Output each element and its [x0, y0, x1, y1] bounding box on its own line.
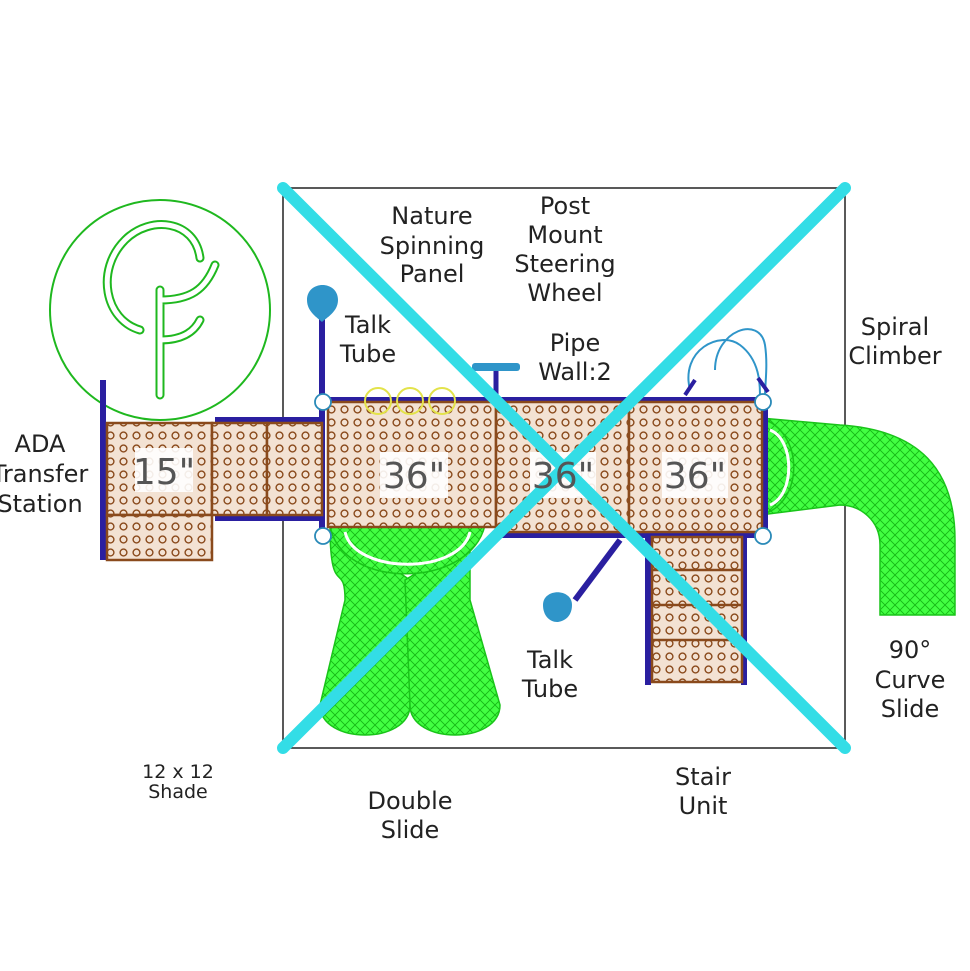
label-double-slide: Double Slide: [367, 787, 452, 844]
label-post-mount-steering-wheel: Post Mount Steering Wheel: [514, 192, 615, 307]
stair-unit: [650, 535, 744, 684]
label-talk-tube-top: Talk Tube: [339, 311, 396, 368]
svg-text:Double: Double: [367, 787, 452, 815]
svg-text:Climber: Climber: [848, 342, 941, 370]
deck-3: [627, 400, 764, 534]
svg-text:Talk: Talk: [344, 311, 391, 339]
svg-text:Wall:2: Wall:2: [538, 358, 612, 386]
svg-text:Steering: Steering: [514, 250, 615, 278]
deck-height-label: 15": [133, 452, 195, 493]
label-shade: 12 x 12 Shade: [142, 761, 214, 803]
svg-text:Pipe: Pipe: [550, 329, 601, 357]
frame-beams: [100, 300, 768, 685]
svg-text:90°: 90°: [889, 636, 932, 664]
deck-height-label: 36": [532, 456, 594, 497]
talk-tube-icon: [307, 285, 338, 322]
deck-1: [326, 400, 498, 529]
svg-text:Nature: Nature: [391, 202, 472, 230]
svg-text:Stair: Stair: [675, 763, 731, 791]
svg-text:Wheel: Wheel: [527, 279, 602, 307]
svg-text:Tube: Tube: [339, 340, 396, 368]
playground-logo-icon: [49, 199, 271, 421]
svg-text:Talk: Talk: [526, 646, 573, 674]
curve-slide: [759, 417, 956, 616]
svg-text:Shade: Shade: [148, 781, 208, 803]
label-ada-transfer-station: ADA Transfer Station: [0, 430, 88, 518]
nature-spinning-panel-icon: [364, 387, 456, 415]
svg-text:Transfer: Transfer: [0, 460, 88, 488]
talk-tube-icon: [543, 592, 572, 622]
svg-text:Station: Station: [0, 490, 83, 518]
label-pipe-wall: Pipe Wall:2: [538, 329, 612, 386]
label-stair-unit: Stair Unit: [675, 763, 731, 820]
label-nature-spinning-panel: Nature Spinning Panel: [380, 202, 485, 288]
spiral-climber-icon: [683, 328, 770, 397]
post-connectors: [314, 393, 772, 545]
svg-text:Spiral: Spiral: [861, 313, 929, 341]
svg-text:Post: Post: [540, 192, 590, 220]
label-spiral-climber: Spiral Climber: [848, 313, 941, 370]
svg-text:Spinning: Spinning: [380, 232, 485, 260]
svg-text:Mount: Mount: [527, 221, 602, 249]
shade-cross: [277, 182, 851, 754]
svg-text:Tube: Tube: [521, 675, 578, 703]
svg-text:12 x 12: 12 x 12: [142, 761, 214, 783]
deck-height-label: 36": [664, 456, 726, 497]
deck-height-label: 36": [383, 456, 445, 497]
svg-text:Curve: Curve: [875, 666, 946, 694]
svg-text:Unit: Unit: [679, 792, 728, 820]
label-talk-tube-bottom: Talk Tube: [521, 646, 578, 703]
svg-text:Panel: Panel: [400, 260, 465, 288]
svg-text:Slide: Slide: [381, 816, 440, 844]
svg-text:Slide: Slide: [881, 695, 940, 723]
svg-text:ADA: ADA: [15, 430, 66, 458]
label-curve-slide: 90° Curve Slide: [875, 636, 946, 723]
ada-transfer-station: [105, 421, 324, 562]
